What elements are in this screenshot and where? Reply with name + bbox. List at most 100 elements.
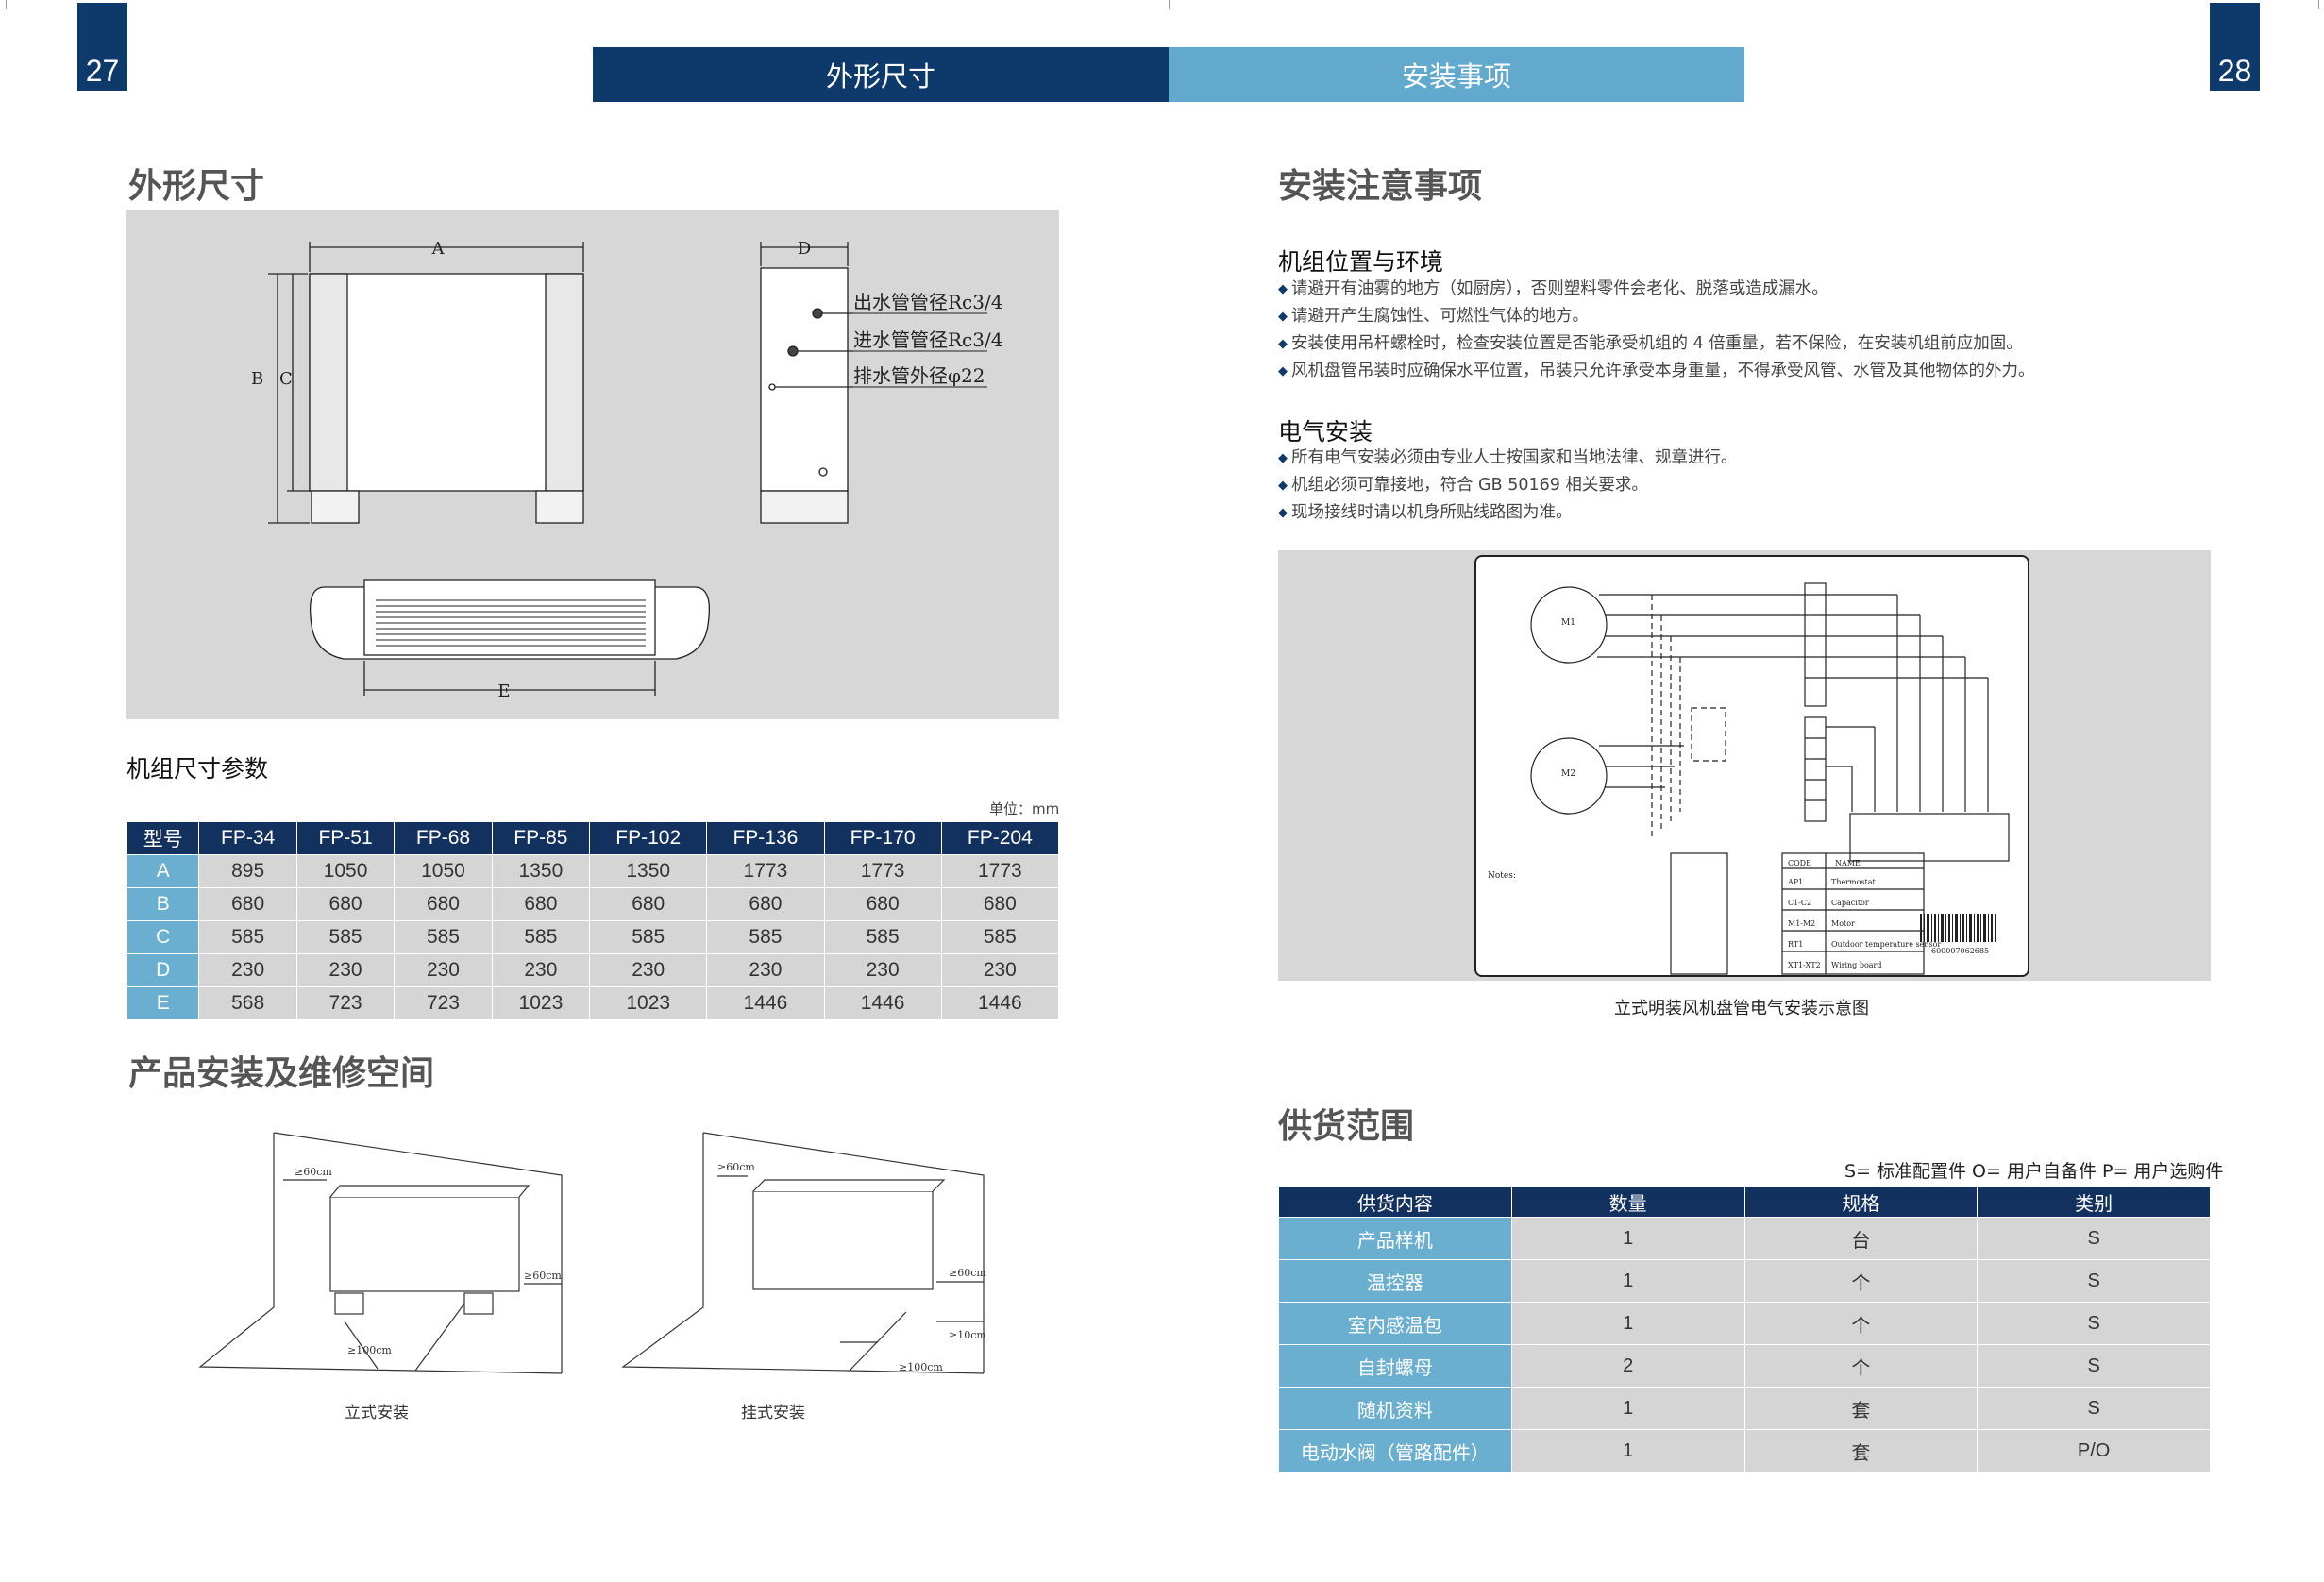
wiring-name: Wiring board <box>1831 961 1882 969</box>
table-cell: 895 <box>198 854 297 888</box>
table-cell: 1023 <box>589 986 708 1020</box>
env-item: ◆请避开产生腐蚀性、可燃性气体的地方。 <box>1278 307 1589 326</box>
table-cell: 1 <box>1510 1302 1745 1345</box>
table-cell: 723 <box>394 986 493 1020</box>
elec-item: ◆所有电气安装必须由专业人士按国家和当地法律、规章进行。 <box>1278 448 1738 467</box>
wiring-diagram: M1 M2 Notes: CODE NAME AP1 Thermostat C1… <box>1474 555 2029 977</box>
dimension-drawing-panel: A B C D E 出水管管径Rc3/4 进水管管径Rc3/4 排水管外径φ22 <box>126 210 1059 719</box>
env-title: 机组位置与环境 <box>1278 248 1444 276</box>
wiring-code: M1-M2 <box>1788 919 1815 928</box>
table-cell: S <box>1977 1302 2211 1345</box>
table-cell: S <box>1977 1387 2211 1430</box>
table-cell: 套 <box>1743 1429 1979 1473</box>
table-cell: 台 <box>1743 1217 1979 1260</box>
table-cell: 1446 <box>706 986 825 1020</box>
wiring-code: AP1 <box>1787 878 1803 886</box>
table-cell: 230 <box>940 953 1060 987</box>
wiring-notes: Notes: <box>1488 871 1516 881</box>
table-cell: 568 <box>198 986 297 1020</box>
table-row: D 230 230 230 230 230 230 230 230 <box>126 953 1060 987</box>
table-header: 数量 <box>1510 1186 1745 1218</box>
table-cell: P/O <box>1977 1429 2211 1473</box>
table-cell: 680 <box>823 887 942 921</box>
table-cell: 585 <box>940 920 1060 954</box>
table-cell: C <box>126 920 200 954</box>
table-cell: 1023 <box>491 986 591 1020</box>
env-item: ◆请避开有油雾的地方（如厨房），否则塑料零件会老化、脱落或造成漏水。 <box>1278 279 1828 298</box>
table-cell: 723 <box>295 986 396 1020</box>
wiring-code: RT1 <box>1788 940 1803 949</box>
table-cell: 680 <box>940 887 1060 921</box>
wiring-code-header: CODE <box>1788 859 1811 867</box>
table-cell: 个 <box>1743 1259 1979 1303</box>
svg-text:M2: M2 <box>1561 769 1575 779</box>
table-cell: 585 <box>706 920 825 954</box>
section-title-space: 产品安装及维修空间 <box>128 1054 435 1093</box>
space-side-label: ≥60cm <box>524 1270 562 1282</box>
table-header: FP-68 <box>394 821 493 855</box>
table-cell: 680 <box>198 887 297 921</box>
table-cell: 产品样机 <box>1278 1217 1512 1260</box>
table-cell: 室内感温包 <box>1278 1302 1512 1345</box>
section-title-supply: 供货范围 <box>1278 1107 1415 1146</box>
table-header: 类别 <box>1977 1186 2211 1218</box>
dimension-table: 型号 FP-34 FP-51 FP-68 FP-85 FP-102 FP-136… <box>126 821 1060 1020</box>
table-cell: 1446 <box>823 986 942 1020</box>
table-cell: 680 <box>589 887 708 921</box>
wiring-name: Capacitor <box>1831 899 1869 907</box>
wall-front-label: ≥100cm <box>899 1361 943 1373</box>
table-header: FP-170 <box>823 821 942 855</box>
space-front-label: ≥100cm <box>347 1344 392 1356</box>
table-header: FP-51 <box>295 821 396 855</box>
table-header: FP-136 <box>706 821 825 855</box>
table-cell: 1 <box>1510 1387 1745 1430</box>
table-header: 供货内容 <box>1278 1186 1512 1218</box>
table-cell: 1 <box>1510 1259 1745 1303</box>
env-item: ◆安装使用吊杆螺栓时，检查安装位置是否能承受机组的 4 倍重量，若不保险，在安装… <box>1278 334 2023 353</box>
dim-label-c: C <box>279 369 293 389</box>
table-cell: 1350 <box>491 854 591 888</box>
dim-label-b: B <box>251 369 263 389</box>
table-cell: 585 <box>394 920 493 954</box>
page-number-left: 27 <box>77 3 127 91</box>
table-header-row: 供货内容 数量 规格 类别 <box>1278 1186 2211 1218</box>
table-cell: 电动水阀（管路配件） <box>1278 1429 1512 1473</box>
table-header: FP-204 <box>940 821 1060 855</box>
env-item: ◆风机盘管吊装时应确保水平位置，吊装只允许承受本身重量，不得承受风管、水管及其他… <box>1278 362 2035 380</box>
caption-wall-mounted: 挂式安装 <box>741 1404 805 1422</box>
dimension-drawing: A B C D E 出水管管径Rc3/4 进水管管径Rc3/4 排水管外径φ22 <box>251 239 1002 701</box>
table-row: E 568 723 723 1023 1023 1446 1446 1446 <box>126 986 1060 1020</box>
table-cell: 1350 <box>589 854 708 888</box>
table-cell: D <box>126 953 200 987</box>
outlet-pipe-label: 出水管管径Rc3/4 <box>853 291 1002 313</box>
table-cell: 2 <box>1510 1344 1745 1388</box>
table-cell: 1050 <box>295 854 396 888</box>
wiring-code: XT1-XT2 <box>1788 961 1821 969</box>
tab-dimensions[interactable]: 外形尺寸 <box>593 47 1169 102</box>
table-cell: 585 <box>295 920 396 954</box>
table-cell: 585 <box>589 920 708 954</box>
table-cell: A <box>126 854 200 888</box>
table-header: 型号 <box>126 821 200 855</box>
table-cell: B <box>126 887 200 921</box>
table-header: FP-34 <box>198 821 297 855</box>
wall-top-label: ≥60cm <box>717 1161 755 1173</box>
wiring-name: Thermostat <box>1831 878 1877 886</box>
table-row: B 680 680 680 680 680 680 680 680 <box>126 887 1060 921</box>
table-cell: S <box>1977 1344 2211 1388</box>
table-cell: 230 <box>823 953 942 987</box>
table-header: FP-85 <box>491 821 591 855</box>
elec-item: ◆现场接线时请以机身所贴线路图为准。 <box>1278 503 1573 522</box>
table-cell: 230 <box>491 953 591 987</box>
table-cell: 1 <box>1510 1217 1745 1260</box>
table-cell: 1446 <box>940 986 1060 1020</box>
table-cell: 680 <box>706 887 825 921</box>
table-header-row: 型号 FP-34 FP-51 FP-68 FP-85 FP-102 FP-136… <box>126 821 1060 855</box>
table-header: FP-102 <box>589 821 708 855</box>
tab-installation[interactable]: 安装事项 <box>1169 47 1744 102</box>
table-row: C 585 585 585 585 585 585 585 585 <box>126 920 1060 954</box>
